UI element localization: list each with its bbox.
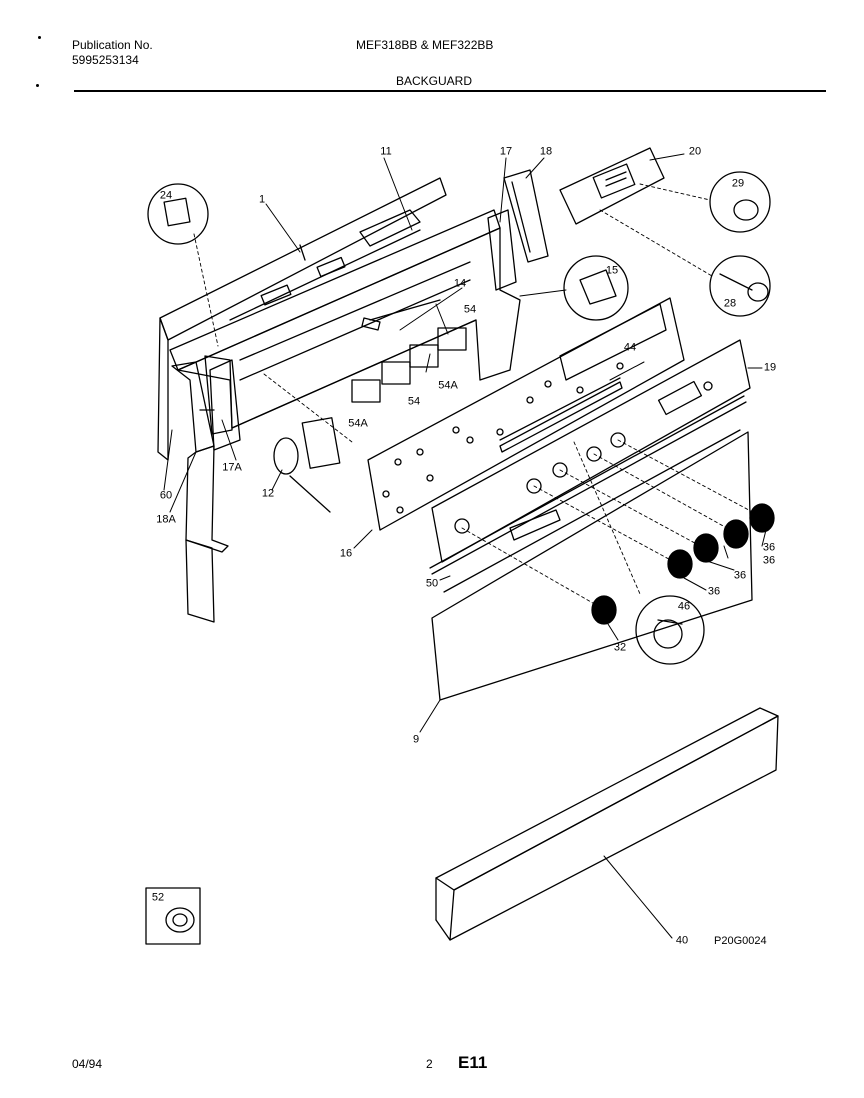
callout-14: 14 xyxy=(453,277,467,290)
assembly-dashed-lines xyxy=(193,183,761,607)
callout-28: 28 xyxy=(723,297,737,310)
callout-17A: 17A xyxy=(222,461,242,474)
left-end-cap xyxy=(171,361,229,623)
publication-number: 5995253134 xyxy=(72,53,139,67)
lower-backguard-panel xyxy=(431,429,753,701)
rear-backguard-panel xyxy=(157,177,447,461)
callout-20: 20 xyxy=(688,145,702,158)
timer-module xyxy=(273,417,341,513)
callout-52: 52 xyxy=(151,891,165,904)
callout-36-d: 36 xyxy=(707,585,721,598)
footer-code: E11 xyxy=(458,1053,488,1072)
callout-50: 50 xyxy=(425,577,439,590)
model-title: MEF318BB & MEF322BB xyxy=(356,38,494,52)
callout-40: 40 xyxy=(675,934,689,947)
callout-46: 46 xyxy=(677,600,691,613)
callout-9: 9 xyxy=(412,733,420,746)
callout-36-c: 36 xyxy=(733,569,747,582)
publication-label: Publication No. xyxy=(72,38,153,52)
callout-17: 17 xyxy=(499,145,513,158)
callout-18: 18 xyxy=(539,145,553,158)
callout-29: 29 xyxy=(731,177,745,190)
bottom-trim xyxy=(435,707,779,941)
callout-54A-right: 54A xyxy=(438,379,458,392)
callout-36-b: 36 xyxy=(762,554,776,567)
callout-44: 44 xyxy=(623,341,637,354)
callout-16: 16 xyxy=(339,547,353,560)
callout-11: 11 xyxy=(380,145,392,158)
header-rule xyxy=(74,90,826,92)
callout-36-a: 36 xyxy=(762,541,776,554)
switch-bracket xyxy=(559,147,665,225)
callout-60: 60 xyxy=(159,489,173,502)
callout-32: 32 xyxy=(613,641,627,654)
callout-18A: 18A xyxy=(156,513,176,526)
section-title: BACKGUARD xyxy=(396,74,473,88)
callout-54-upper: 54 xyxy=(463,303,477,316)
trim-strips xyxy=(429,381,747,575)
scan-speck xyxy=(38,36,41,39)
scan-speck xyxy=(36,84,39,87)
control-board xyxy=(367,297,685,531)
callout-54-lower: 54 xyxy=(407,395,421,408)
relay-switches xyxy=(351,299,467,403)
footer-page: 2 xyxy=(426,1057,433,1071)
callout-24: 24 xyxy=(159,189,173,202)
callout-1: 1 xyxy=(258,193,266,206)
detail-box-52 xyxy=(145,887,201,945)
front-control-panel xyxy=(431,339,751,563)
control-knobs xyxy=(591,503,775,625)
callout-15: 15 xyxy=(605,264,619,277)
leader-lines xyxy=(163,153,767,939)
callout-54A-left: 54A xyxy=(348,417,368,430)
detail-insets xyxy=(147,171,771,665)
footer-date: 04/94 xyxy=(72,1057,103,1071)
callout-19: 19 xyxy=(763,361,777,374)
backguard-frame xyxy=(169,209,521,451)
callout-12: 12 xyxy=(261,487,275,500)
diagram-code: P20G0024 xyxy=(714,935,767,947)
